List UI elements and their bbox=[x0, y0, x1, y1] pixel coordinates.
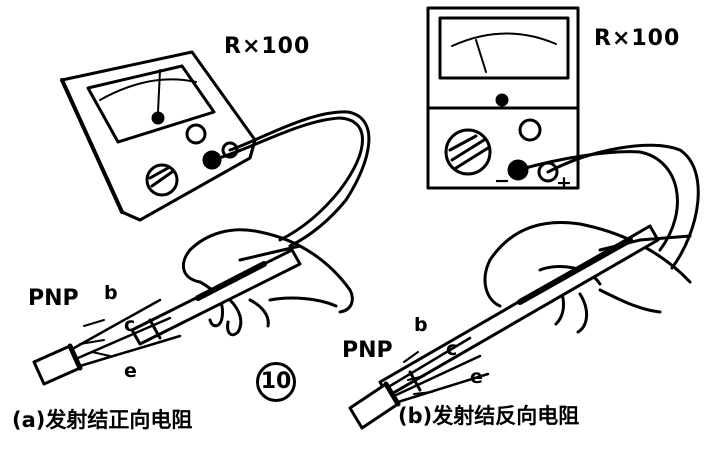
range-label-b: R×100 bbox=[594, 26, 681, 51]
figure-number: 10 bbox=[256, 362, 296, 402]
probe-a bbox=[130, 244, 302, 346]
multimeter-a bbox=[60, 50, 257, 222]
pin-e-a: e bbox=[124, 360, 137, 382]
transistor-a bbox=[32, 298, 182, 386]
range-label-a: R×100 bbox=[224, 34, 311, 59]
hand-b bbox=[483, 221, 692, 334]
minus-sign-b: − bbox=[494, 170, 510, 192]
probe-b bbox=[378, 224, 692, 398]
transistor-b bbox=[348, 336, 490, 430]
transistor-type-b: PNP bbox=[342, 338, 393, 363]
pin-c-b: c bbox=[446, 338, 458, 360]
caption-a: (a)发射结正向电阻 bbox=[12, 408, 193, 432]
transistor-type-a: PNP bbox=[28, 286, 79, 311]
hand-a bbox=[181, 228, 354, 337]
pin-c-a: c bbox=[124, 314, 136, 336]
plus-sign-b: + bbox=[556, 172, 572, 194]
pin-b-b: b bbox=[414, 314, 428, 336]
pin-b-a: b bbox=[104, 282, 118, 304]
multimeter-b bbox=[426, 6, 580, 190]
caption-b: (b)发射结反向电阻 bbox=[398, 404, 580, 428]
pin-e-b: e bbox=[470, 366, 483, 388]
